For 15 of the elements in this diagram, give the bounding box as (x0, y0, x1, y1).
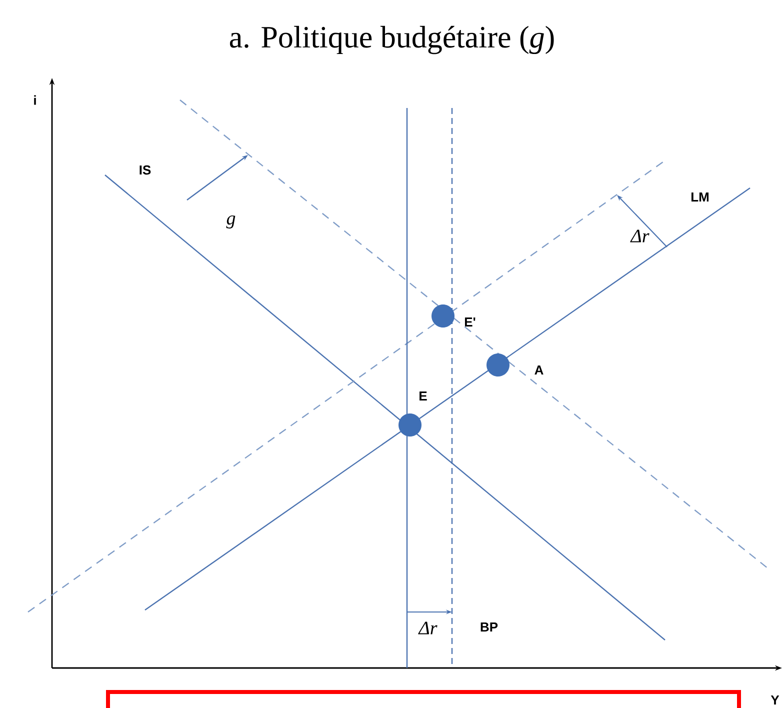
shift-label: g (226, 216, 236, 228)
curve-label: IS (140, 165, 151, 175)
point-label: E' (464, 318, 476, 326)
axis-label: Y (770, 696, 780, 704)
point-marker (432, 304, 454, 328)
shift-label: Δr (630, 230, 650, 242)
curve-label: BP (480, 622, 498, 632)
point-label: A (534, 366, 544, 374)
curve-label: LM (691, 192, 709, 202)
axis-label: i (34, 95, 36, 105)
point-label: E (420, 392, 427, 400)
point-marker (398, 414, 422, 436)
title: a. Politique budgétaire (g) (230, 26, 554, 54)
shift-label: Δr (418, 622, 438, 634)
point-marker (486, 354, 510, 376)
